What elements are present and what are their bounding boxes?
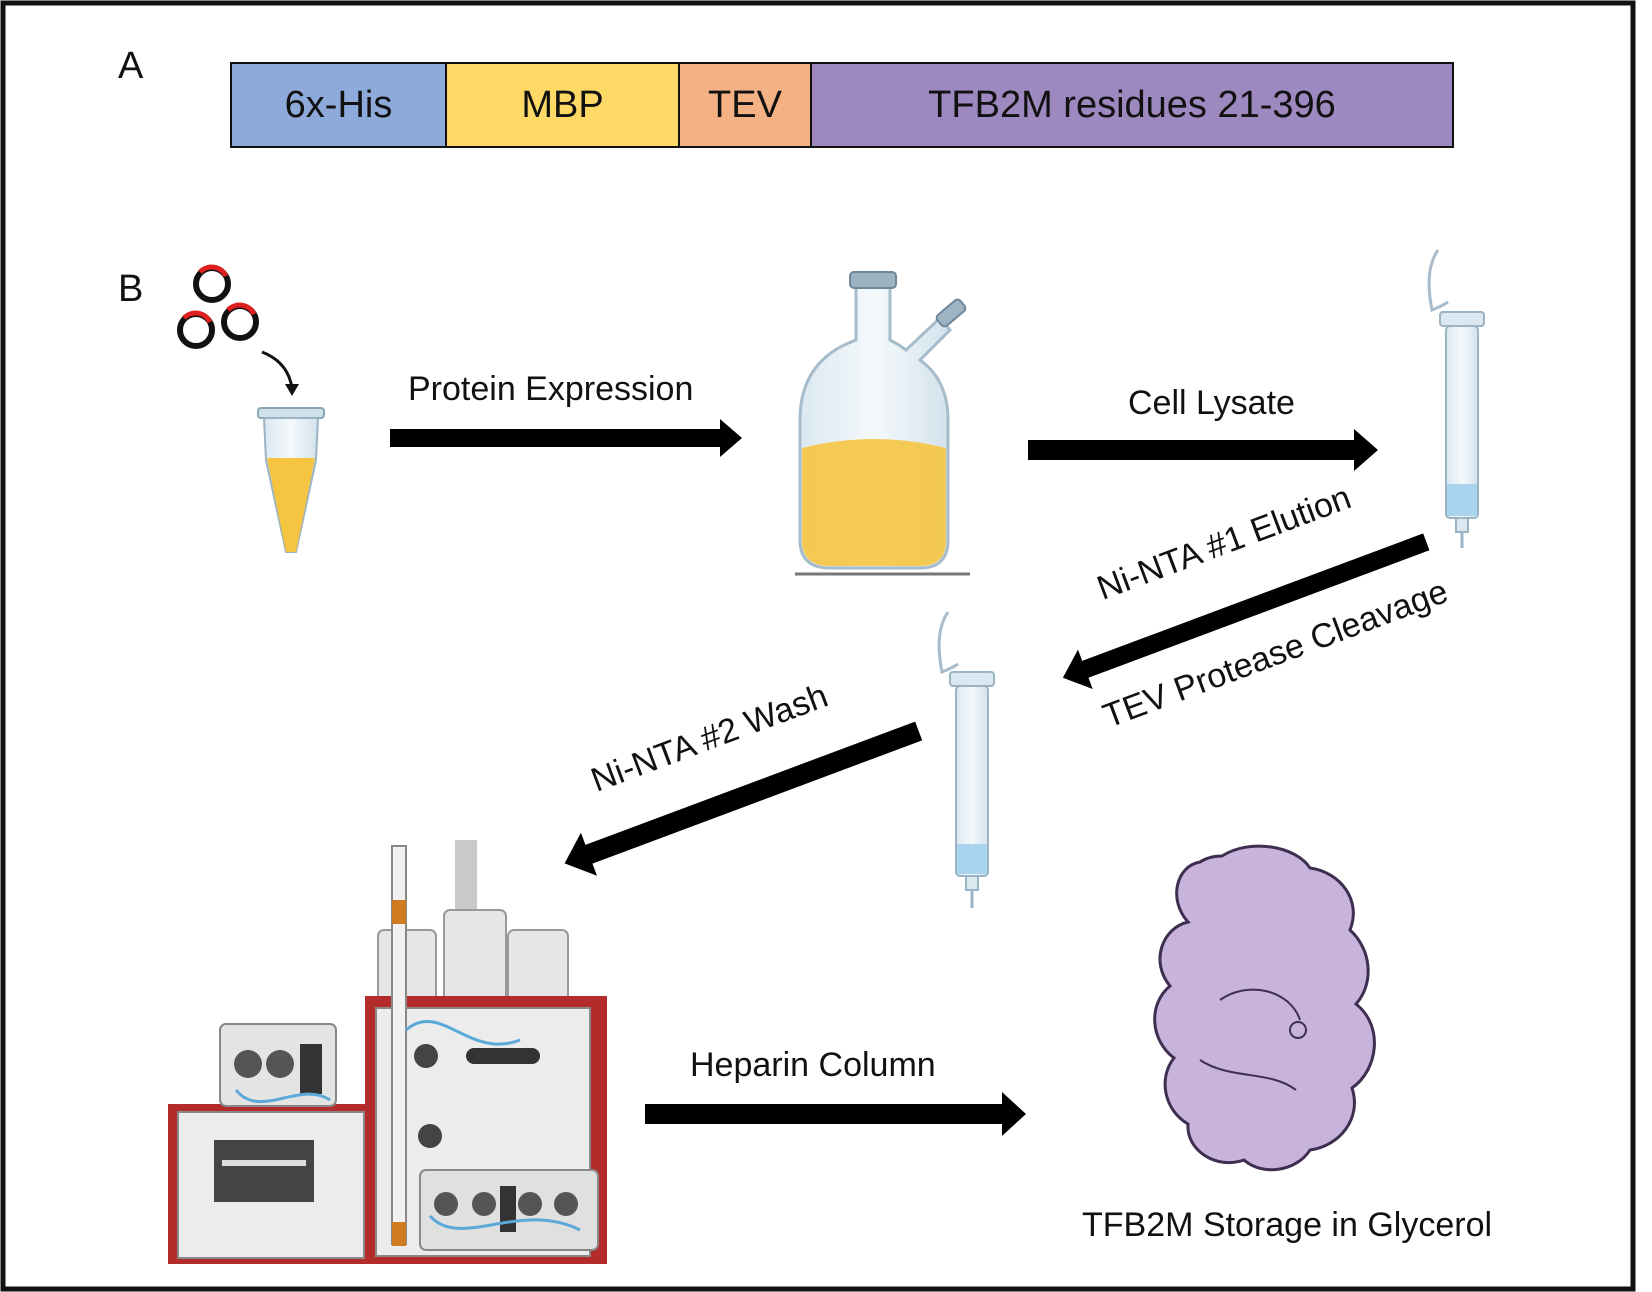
label-protein-expression: Protein Expression bbox=[408, 370, 694, 408]
label-heparin: Heparin Column bbox=[690, 1046, 936, 1084]
plasmid-icon bbox=[177, 264, 299, 396]
tfb2m-protein-icon bbox=[1153, 844, 1376, 1172]
microtube-icon bbox=[257, 407, 325, 553]
arrow-protein-expression bbox=[390, 419, 742, 457]
construct-bar: 6x-His MBP TEV TFB2M residues 21-396 bbox=[230, 62, 1454, 148]
arrow-ni-nta-2 bbox=[564, 721, 923, 876]
segment-mbp-label: MBP bbox=[521, 83, 604, 126]
arrow-heparin bbox=[645, 1092, 1026, 1136]
nickel-column-1-icon bbox=[1427, 249, 1485, 548]
segment-tfb2m: TFB2M residues 21-396 bbox=[812, 64, 1452, 146]
panel-label-b: B bbox=[118, 268, 144, 310]
segment-tev-label: TEV bbox=[708, 83, 782, 126]
segment-tfb2m-label: TFB2M residues 21-396 bbox=[928, 83, 1336, 126]
segment-6xhis-label: 6x-His bbox=[284, 83, 393, 126]
label-storage: TFB2M Storage in Glycerol bbox=[1082, 1206, 1493, 1244]
arrow-cell-lysate bbox=[1028, 429, 1378, 471]
label-cell-lysate: Cell Lysate bbox=[1128, 384, 1295, 422]
segment-mbp: MBP bbox=[447, 64, 680, 146]
flask-icon bbox=[795, 271, 970, 576]
arrow-ni-nta-1 bbox=[1062, 533, 1430, 690]
panel-label-a: A bbox=[118, 45, 144, 87]
segment-6xhis: 6x-His bbox=[232, 64, 447, 146]
nickel-column-2-icon bbox=[937, 611, 995, 908]
segment-tev: TEV bbox=[680, 64, 812, 146]
chromatography-system-icon bbox=[168, 840, 607, 1264]
